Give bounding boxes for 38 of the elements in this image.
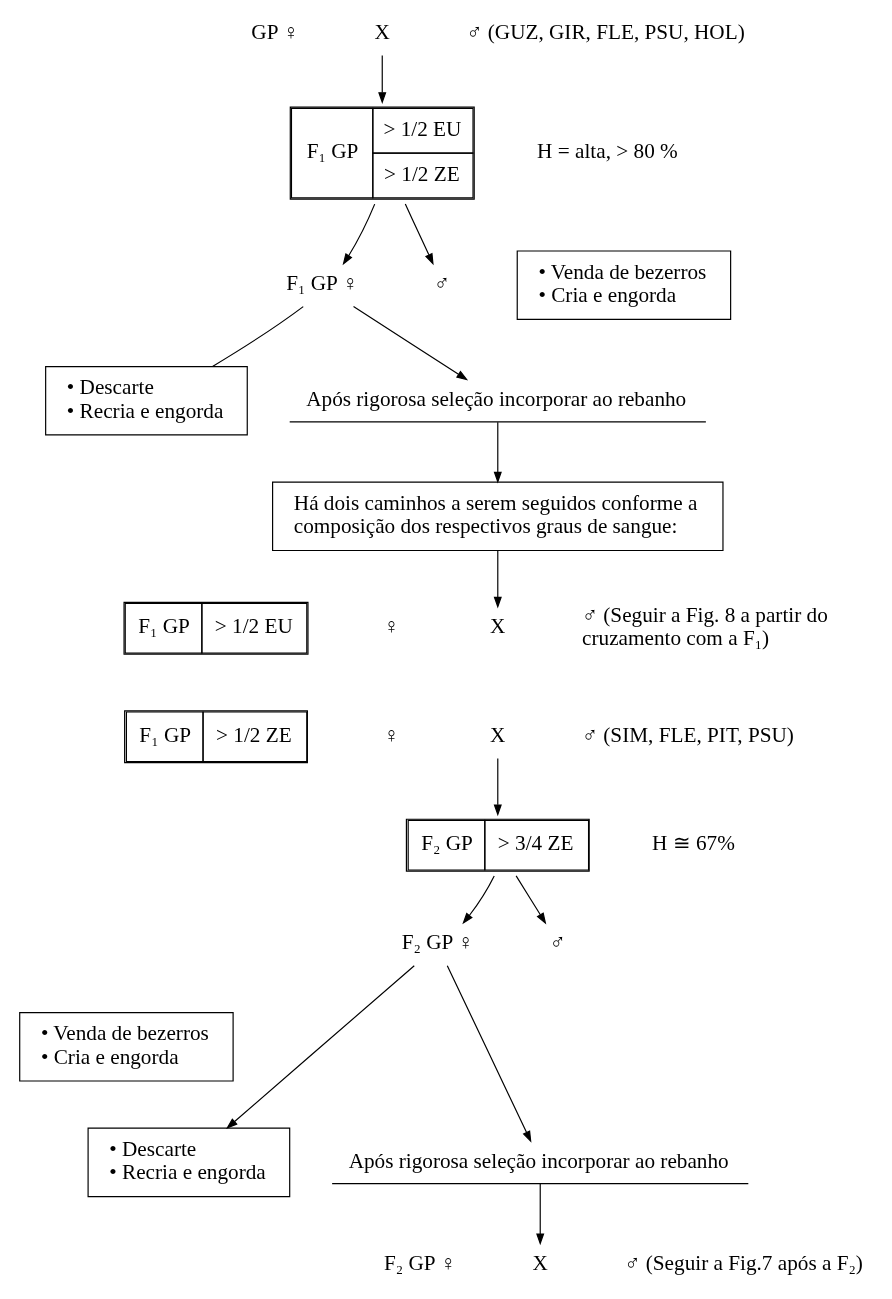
node-text: ♂ (GUZ, GIR, FLE, PSU, HOL) (466, 20, 745, 45)
node-box: • Venda de bezerros • Cria e engorda (516, 250, 731, 320)
node-box: Há dois caminhos a serem seguidos conforme a composição dos respectivos graus de sangue: (271, 481, 724, 552)
arrow (493, 757, 502, 817)
node-box: • Descarte • Recria e engorda (44, 365, 248, 436)
arrow (446, 965, 531, 1143)
node-text: X (489, 722, 505, 747)
node-text: X (489, 614, 505, 639)
node-box: • Descarte • Recria e engorda (87, 1127, 290, 1198)
node-label: H ≅ 67% (651, 831, 735, 856)
node-text: ♂ (Seguir a Fig.7 após a F₂) (624, 1251, 863, 1276)
arrow (404, 203, 434, 266)
arrow (225, 965, 415, 1129)
node-label: H = alta, > 80 % (536, 139, 678, 164)
arrow (377, 55, 386, 105)
node-text: X (374, 20, 390, 45)
node-text: ♂ (SIM, FLE, PIT, PSU) (581, 722, 794, 747)
arrow (493, 421, 502, 484)
node-text: ♂ (Seguir a Fig. 8 a partir do cruzamento com a F₁) (581, 602, 828, 651)
node-text: F₂ GP ♀ (383, 1251, 456, 1276)
node-text: GP ♀ (250, 20, 299, 45)
node-text: X (532, 1251, 548, 1276)
node-text: ♂ (549, 930, 566, 955)
node-box: • Venda de bezerros • Cria e engorda (18, 1012, 234, 1082)
node-text: Após rigorosa seleção incorporar ao rebanho (348, 1148, 729, 1173)
node-text: ♀ (382, 614, 399, 639)
node-text: F₁ GP ♀ (285, 271, 358, 296)
arrow (461, 875, 495, 925)
node-text: ♂ (433, 271, 450, 296)
arrow (342, 203, 375, 266)
connector (211, 306, 304, 367)
node-text: Após rigorosa seleção incorporar ao rebanho (305, 386, 686, 411)
node-text: F₂ GP ♀ (401, 930, 474, 955)
arrow (493, 550, 502, 609)
arrow (535, 1183, 544, 1246)
arrow (352, 306, 468, 381)
arrow (515, 875, 546, 925)
node-text: ♀ (382, 722, 399, 747)
